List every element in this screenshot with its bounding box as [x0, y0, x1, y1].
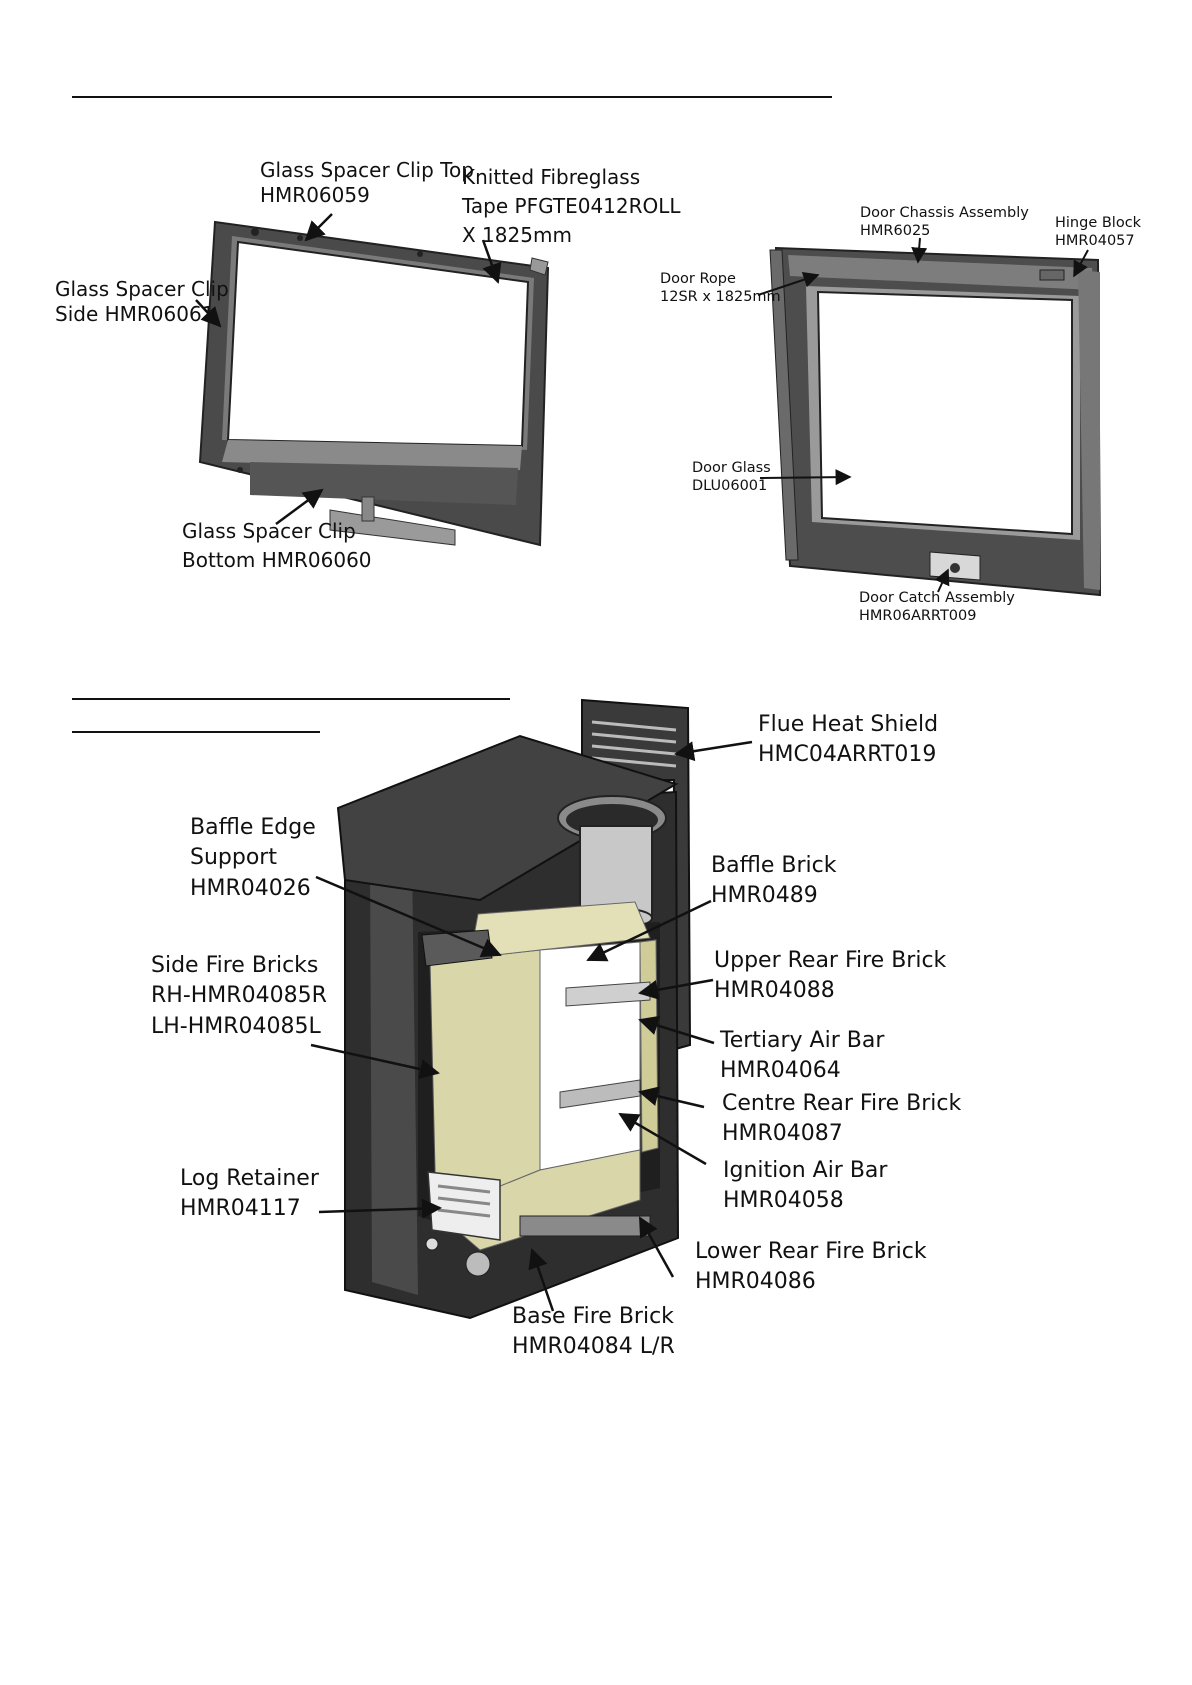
section-rule-door	[72, 96, 832, 98]
label-upper-rear-fire-brick: Upper Rear Fire Brick HMR04088	[714, 948, 947, 1003]
stove-view	[336, 698, 692, 1320]
label-knitted-fibreglass-tape: Knitted Fibreglass Tape PFGTE0412ROLL X …	[462, 165, 681, 247]
label-glass-spacer-clip-side: Glass Spacer Clip Side HMR06061	[55, 277, 229, 326]
label-centre-rear-fire-brick: Centre Rear Fire Brick HMR04087	[722, 1091, 962, 1146]
section-rule-stove-sub	[72, 731, 320, 733]
label-side-fire-bricks: Side Fire Bricks RH-HMR04085R LH-HMR0408…	[151, 953, 327, 1039]
label-log-retainer: Log Retainer HMR04117	[180, 1166, 319, 1222]
label-glass-spacer-clip-top: Glass Spacer Clip Top HMR06059	[260, 158, 474, 207]
label-door-catch-assembly: Door Catch Assembly HMR06ARRT009	[859, 590, 1015, 625]
label-hinge-block: Hinge Block HMR04057	[1055, 215, 1142, 250]
label-door-chassis-assembly: Door Chassis Assembly HMR6025	[860, 205, 1029, 240]
door-interior-view	[198, 220, 550, 547]
label-ignition-air-bar: Ignition Air Bar HMR04058	[723, 1158, 888, 1213]
section-rule-stove	[72, 698, 510, 700]
door-exterior-arrows	[757, 237, 1089, 593]
label-base-fire-brick: Base Fire Brick HMR04084 L/R	[512, 1304, 675, 1359]
door-interior-arrows	[195, 213, 502, 526]
label-baffle-edge-support: Baffle Edge Support HMR04026	[190, 815, 316, 901]
label-door-rope: Door Rope 12SR x 1825mm	[660, 271, 781, 306]
label-baffle-brick: Baffle Brick HMR0489	[711, 853, 837, 908]
label-door-glass: Door Glass DLU06001	[692, 460, 771, 495]
door-exterior-view	[769, 246, 1102, 597]
label-lower-rear-fire-brick: Lower Rear Fire Brick HMR04086	[695, 1239, 927, 1294]
label-glass-spacer-clip-bottom: Glass Spacer Clip Bottom HMR06060	[182, 519, 372, 572]
stove-arrows	[310, 740, 753, 1312]
label-flue-heat-shield: Flue Heat Shield HMC04ARRT019	[758, 712, 939, 767]
label-tertiary-air-bar: Tertiary Air Bar HMR04064	[720, 1028, 885, 1083]
